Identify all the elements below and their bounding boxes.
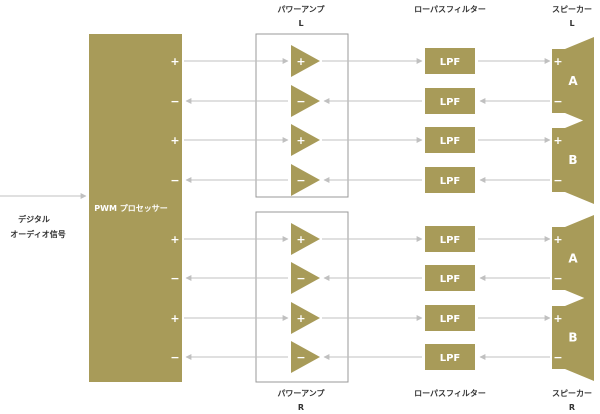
- amplifier-sign: −: [296, 351, 305, 364]
- amp-l-box: [255, 33, 349, 198]
- amplifier-sign: −: [296, 174, 305, 187]
- speaker-cone: [565, 294, 594, 381]
- speaker-cone: [565, 116, 594, 204]
- speaker-magnet: [552, 49, 566, 113]
- lpf-label: LPF: [440, 57, 461, 68]
- speaker-magnet: [552, 128, 566, 192]
- lpf-box: [425, 265, 475, 291]
- speaker-cone: [565, 215, 594, 302]
- speaker-magnet: [552, 227, 566, 290]
- amplifier-sign: −: [296, 272, 305, 285]
- lpf-label: LPF: [440, 97, 461, 108]
- speaker-plus: +: [553, 312, 562, 325]
- speaker-bottom-channel: R: [569, 403, 575, 412]
- speaker-plus: +: [553, 233, 562, 246]
- processor-sign: +: [170, 312, 179, 325]
- lpf-box: [425, 226, 475, 252]
- speaker-label: B: [568, 331, 577, 345]
- amp-bottom-channel: R: [298, 403, 304, 412]
- speaker-cone: [565, 37, 594, 125]
- input-label-line2: オーディオ信号: [10, 229, 65, 239]
- amplifier-sign: +: [296, 233, 305, 246]
- speaker-bottom-label: スピーカー: [552, 388, 592, 398]
- processor-sign: −: [170, 95, 179, 108]
- amp-top-channel: L: [298, 19, 303, 28]
- speaker-label: A: [568, 74, 578, 88]
- amplifier-triangle: [291, 45, 320, 77]
- speaker-plus: +: [553, 55, 562, 68]
- speaker-minus: −: [553, 272, 562, 285]
- amplifier-triangle: [291, 302, 320, 334]
- speaker-magnet: [552, 306, 566, 369]
- lpf-bottom-label: ローパスフィルター: [414, 388, 486, 398]
- speaker-label: A: [568, 252, 578, 266]
- amplifier-triangle: [291, 85, 320, 117]
- amplifier-triangle: [291, 164, 320, 196]
- amp-bottom-label: パワーアンプ: [277, 388, 325, 398]
- lpf-label: LPF: [440, 314, 461, 325]
- speaker-minus: −: [553, 174, 562, 187]
- speaker-minus: −: [553, 95, 562, 108]
- amplifier-sign: +: [296, 134, 305, 147]
- speaker-label: B: [568, 153, 577, 167]
- amplifier-sign: +: [296, 312, 305, 325]
- pwm-processor-label: PWM プロセッサー: [94, 203, 167, 213]
- speaker-plus: +: [553, 134, 562, 147]
- processor-sign: +: [170, 134, 179, 147]
- lpf-top-label: ローパスフィルター: [414, 4, 486, 14]
- lpf-label: LPF: [440, 176, 461, 187]
- speaker-minus: −: [553, 351, 562, 364]
- lpf-box: [425, 305, 475, 331]
- amplifier-triangle: [291, 223, 320, 255]
- lpf-box: [425, 167, 475, 193]
- amplifier-triangle: [291, 341, 320, 373]
- lpf-box: [425, 48, 475, 74]
- amplifier-sign: −: [296, 95, 305, 108]
- lpf-label: LPF: [440, 235, 461, 246]
- processor-sign: +: [170, 55, 179, 68]
- channel-rows: + + LPF − − LPF + + LPF − − LPF + + LPF − − LPF + + LPF − − LPF: [170, 45, 551, 373]
- lpf-box: [425, 344, 475, 370]
- speakers: +−A+−B+−A+−B: [552, 37, 594, 381]
- processor-sign: −: [170, 272, 179, 285]
- lpf-label: LPF: [440, 274, 461, 285]
- processor-sign: −: [170, 174, 179, 187]
- lpf-label: LPF: [440, 136, 461, 147]
- amplifier-triangle: [291, 124, 320, 156]
- lpf-box: [425, 127, 475, 153]
- lpf-box: [425, 88, 475, 114]
- amp-r-box: [255, 211, 349, 383]
- amplifier-sign: +: [296, 55, 305, 68]
- processor-sign: +: [170, 233, 179, 246]
- lpf-label: LPF: [440, 353, 461, 364]
- speaker-top-channel: L: [569, 19, 574, 28]
- processor-sign: −: [170, 351, 179, 364]
- pwm-processor-block: [89, 34, 182, 382]
- amp-top-label: パワーアンプ: [277, 4, 325, 14]
- speaker-top-label: スピーカー: [552, 4, 592, 14]
- input-label-line1: デジタル: [18, 214, 50, 224]
- amplifier-triangle: [291, 262, 320, 294]
